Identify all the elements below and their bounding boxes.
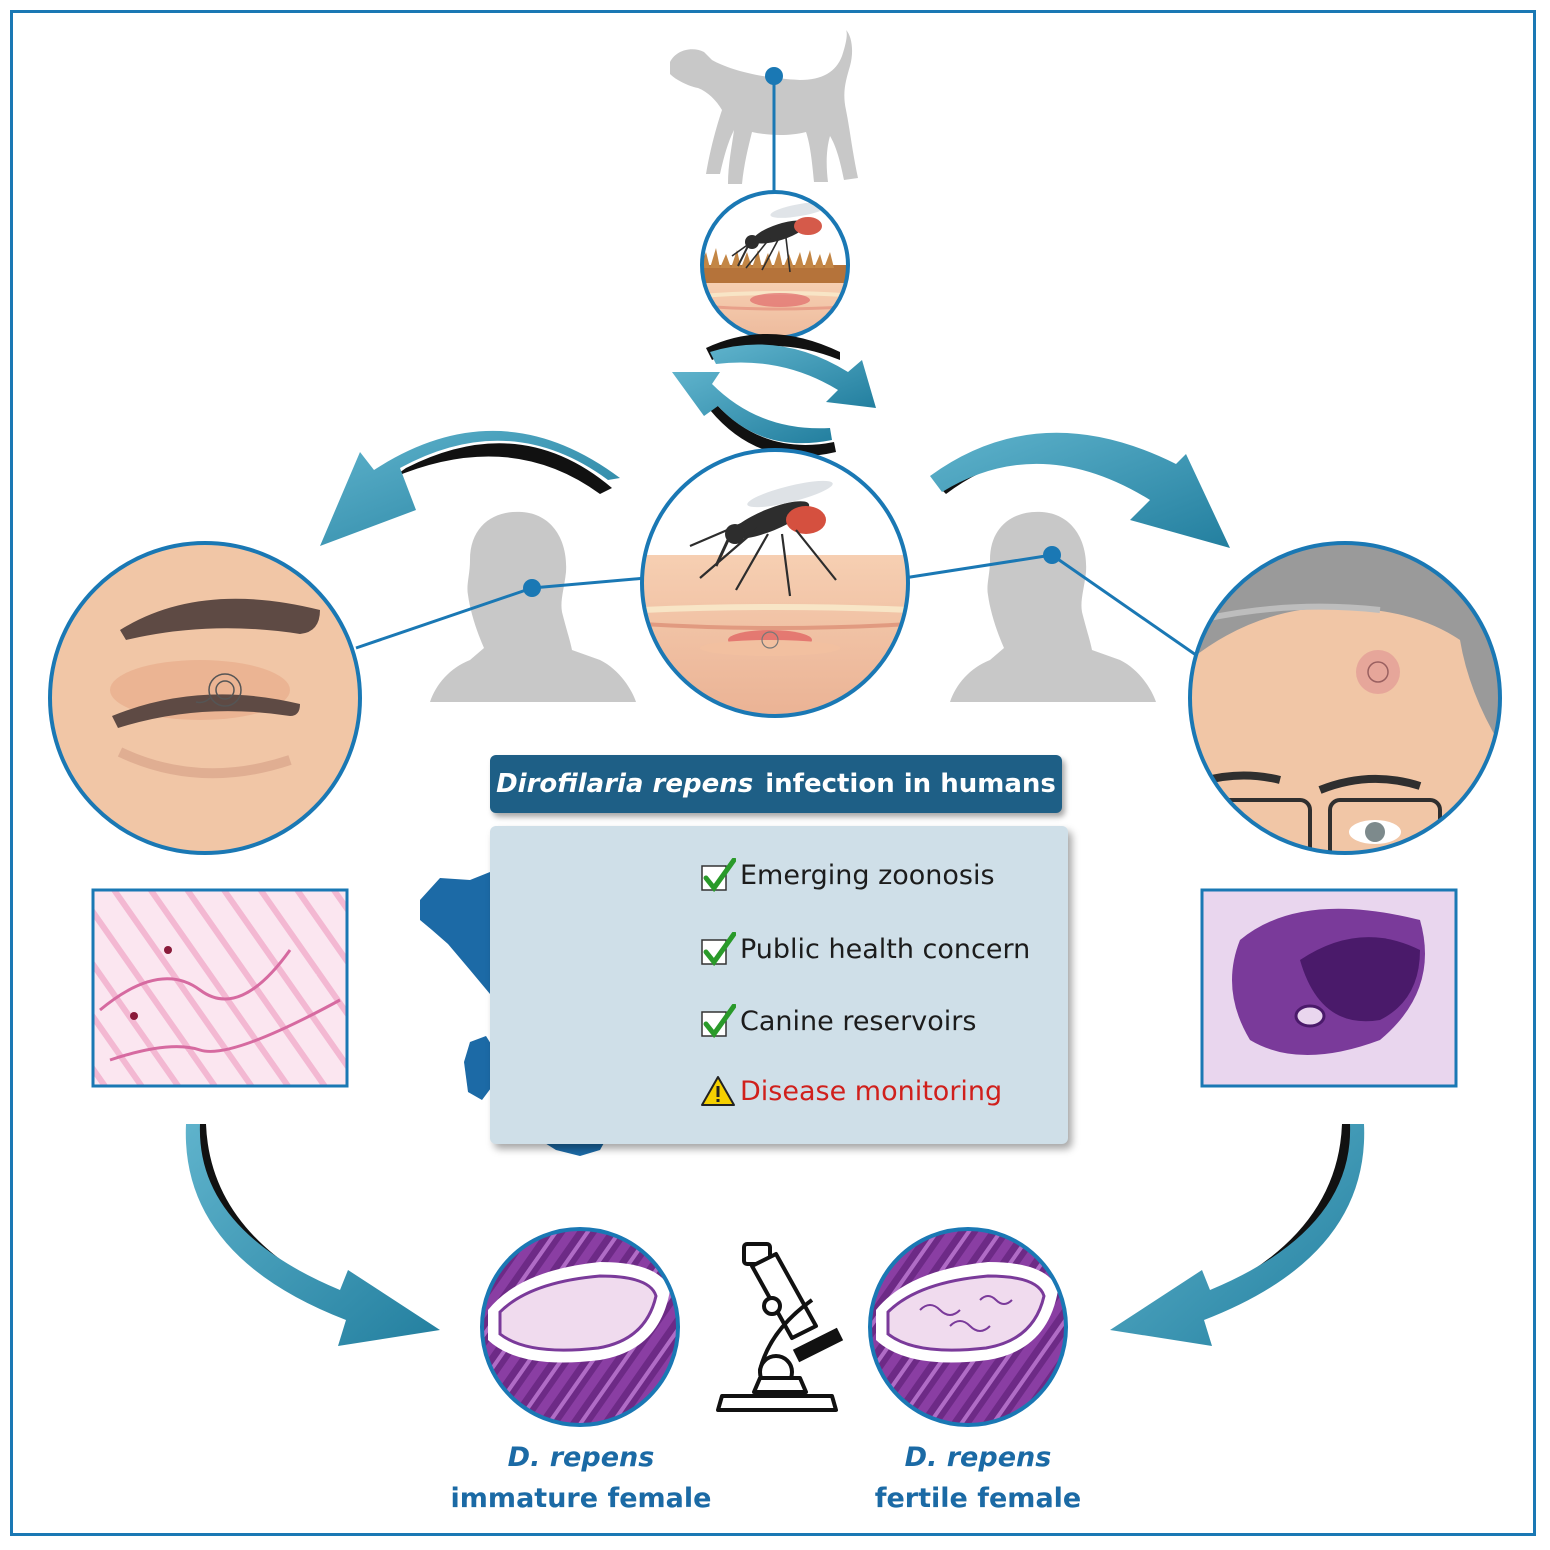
check-icon (701, 1004, 736, 1038)
figure-frame (10, 10, 1536, 1536)
histology-left-box (91, 888, 349, 1088)
info-panel (490, 826, 1068, 1144)
title-bar: Dirofilaria repens infection in humans (490, 755, 1062, 813)
checklist-item-4: Disease monitoring (700, 1074, 1002, 1108)
warning-icon (701, 1076, 735, 1106)
dog-silhouette (670, 30, 858, 184)
check-icon (701, 858, 736, 892)
human-silhouette-right (950, 511, 1156, 702)
arrow-upper-left (320, 430, 620, 546)
histology-immature-circle (480, 1227, 680, 1427)
histology-right-box (1200, 888, 1458, 1088)
title-rest: infection in humans (765, 769, 1056, 799)
arrow-lower-right (1110, 1124, 1365, 1346)
cycle-arrows (672, 333, 876, 457)
checklist-item-3: Canine reservoirs (700, 1004, 976, 1038)
connectors (355, 553, 1197, 657)
caption-fertile: D. repens fertile female (874, 1442, 1082, 1514)
checklist-item-1: Emerging zoonosis (700, 858, 995, 892)
title-species: Dirofilaria repens (496, 769, 754, 799)
eye-infection-circle (48, 541, 362, 855)
histology-fertile-circle (868, 1227, 1068, 1427)
checklist-item-2: Public health concern (700, 932, 1030, 966)
microscope-icon (716, 1242, 844, 1412)
arrow-lower-left (185, 1124, 440, 1346)
mosquito-human-circle (640, 448, 910, 718)
arrow-upper-right (930, 432, 1230, 548)
caption-immature: D. repens immature female (450, 1442, 712, 1514)
forehead-infection-circle (1188, 541, 1502, 855)
check-icon (701, 932, 736, 966)
human-silhouette-left (430, 511, 636, 702)
